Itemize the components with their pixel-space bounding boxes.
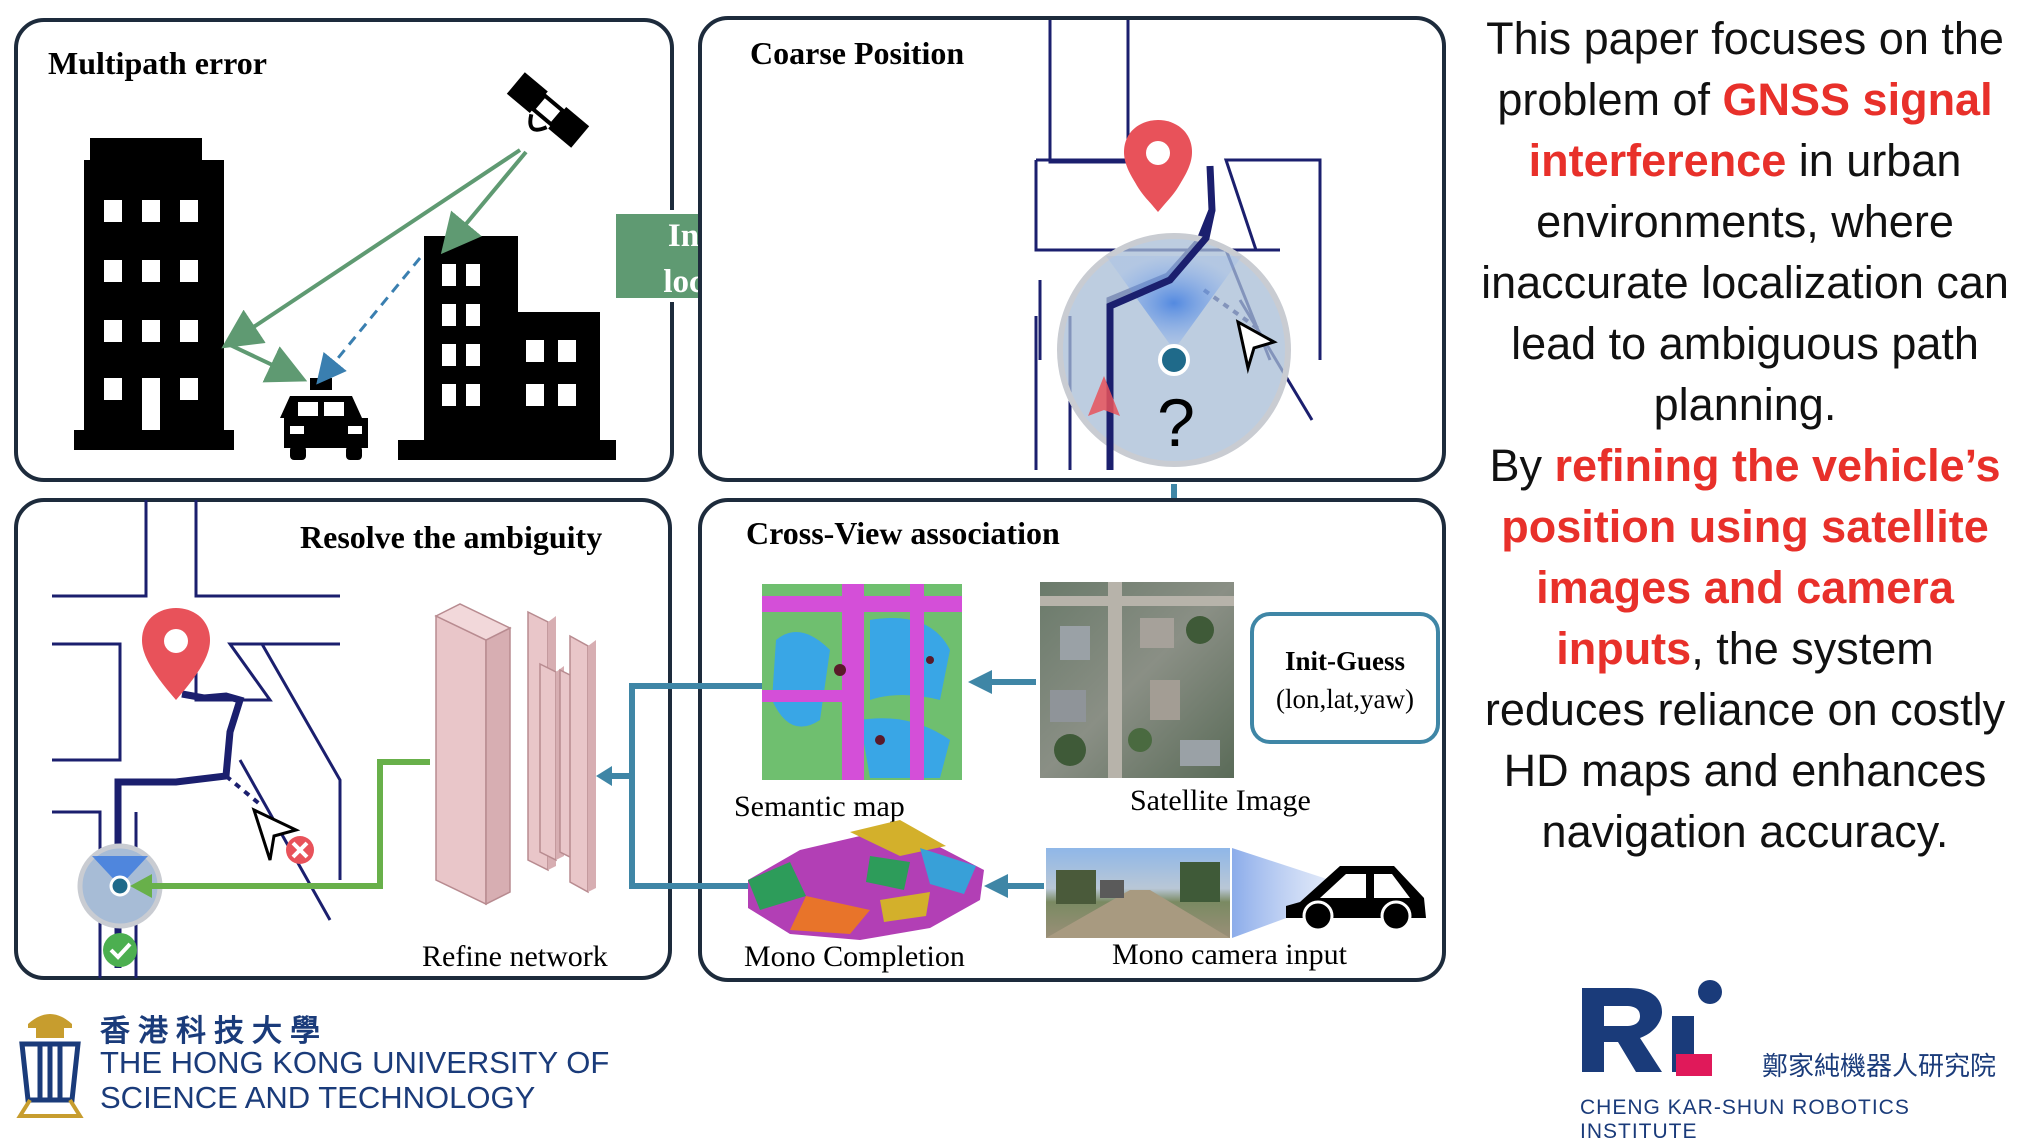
signal-path-reflected-1 <box>221 148 522 349</box>
satellite-image-label: Satellite Image <box>1130 784 1311 817</box>
summary-p1-a: This paper focuses on the problem of <box>1486 13 2004 125</box>
summary-p2-highlight: refining the vehicle’s position using sa… <box>1501 440 2001 674</box>
init-guess-params: (lon,lat,yaw) <box>1276 684 1414 714</box>
location-pin-icon <box>1124 120 1192 212</box>
summary-text: This paper focuses on the problem of GNS… <box>1470 8 2020 862</box>
panel-multipath-title: Multipath error <box>48 45 267 81</box>
mono-camera-image <box>1046 848 1230 938</box>
satellite-image <box>1040 582 1234 778</box>
semantic-map-image <box>762 584 962 780</box>
refine-network-icon <box>434 603 596 906</box>
mono-completion-image <box>748 820 984 940</box>
navigation-cursor-icon <box>1235 319 1278 374</box>
summary-p1-b: in urban environments, where inaccurate … <box>1481 135 2009 430</box>
summary-p1-highlight: GNSS signal interference <box>1528 74 1993 186</box>
signal-path-direct-blocked <box>316 257 422 385</box>
mono-completion-label: Mono Completion <box>744 940 965 973</box>
red-heading-arrow-icon <box>1088 376 1120 416</box>
refine-network-label: Refine network <box>422 940 608 973</box>
hkust-chinese-name: 香港科技大學 <box>100 1014 328 1049</box>
heading-cone <box>1106 256 1242 350</box>
panel-coarse-title: Coarse Position <box>750 35 964 71</box>
hkust-english-name-line1: THE HONG KONG UNIVERSITY OF <box>100 1045 610 1080</box>
wrong-cursor-icon <box>251 807 301 861</box>
ri-logo-icon <box>1582 980 1722 1076</box>
summary-p2-a: By <box>1489 440 1555 491</box>
ri-english-name: CHENG KAR-SHUN ROBOTICS INSTITUTE <box>1580 1096 1910 1143</box>
error-x-icon <box>286 836 314 864</box>
init-guess-title: Init-Guess <box>1285 646 1405 676</box>
semantic-map-label: Semantic map <box>734 790 905 823</box>
location-pin-icon-resolve <box>142 608 210 700</box>
hkust-english-name-line2: SCIENCE AND TECHNOLOGY <box>100 1080 536 1115</box>
refined-position-marker <box>77 843 163 929</box>
ri-chinese-name: 鄭家純機器人研究院 <box>1762 1052 1997 1082</box>
flow-arrow-network-to-map <box>150 759 430 889</box>
flow-arrow-semantic-to-network <box>629 683 764 889</box>
vehicle-dot <box>1158 344 1190 376</box>
resolved-route <box>114 690 245 968</box>
office-building-icon <box>398 236 616 460</box>
summary-p2-b: , the system reduces reliance on costly … <box>1484 623 2006 857</box>
panel-crossview-title: Cross-View association <box>746 515 1060 551</box>
panel-resolve-title: Resolve the ambiguity <box>300 519 602 555</box>
check-icon <box>103 933 137 967</box>
tall-building-icon <box>74 138 234 450</box>
signal-path-reflected-2 <box>227 342 308 383</box>
init-guess-box <box>1250 612 1440 744</box>
signal-path-reflected-3 <box>440 150 528 255</box>
camera-beam <box>1232 848 1330 938</box>
mono-camera-label: Mono camera input <box>1112 938 1348 971</box>
question-mark: ? <box>1157 385 1195 461</box>
hkust-logo-icon <box>16 1014 84 1118</box>
car-icon <box>1286 866 1426 932</box>
satellite-icon <box>506 72 590 148</box>
